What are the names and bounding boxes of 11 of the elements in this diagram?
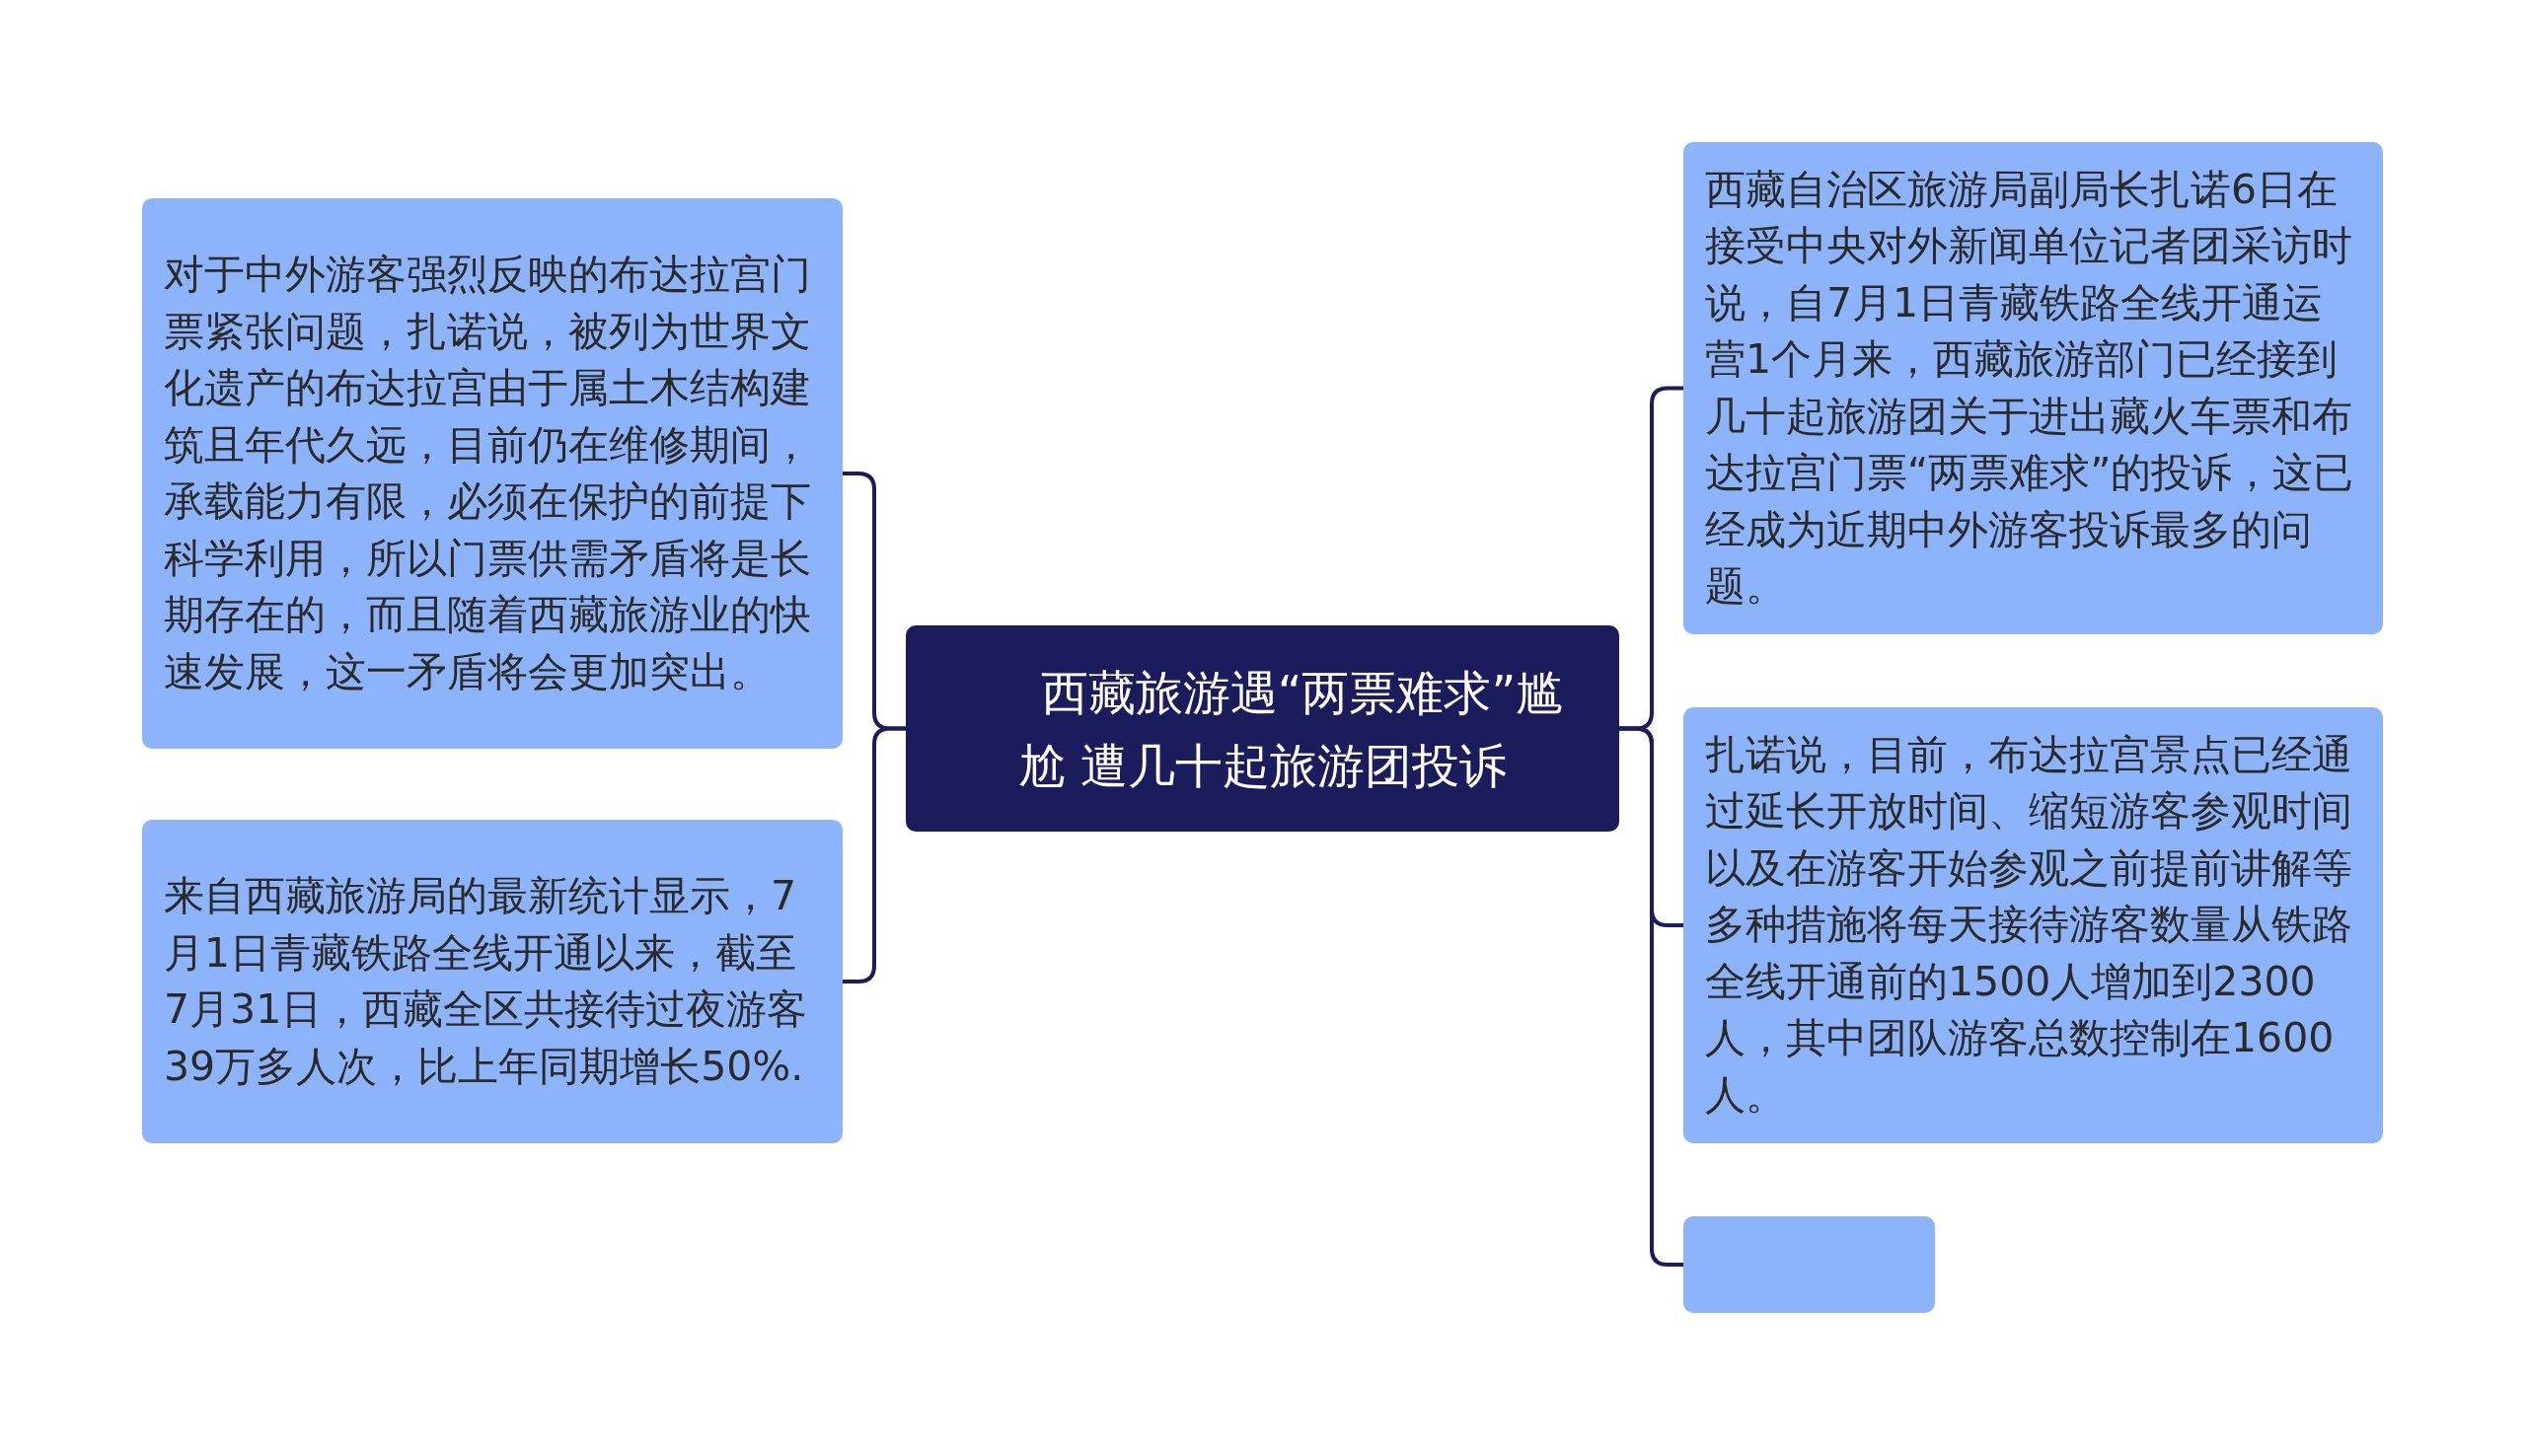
- topic-box: [142, 198, 843, 749]
- topic-text: 对于中外游客强烈反映的布达拉宫门票紧张问题，扎诺说，被列为世界文化遗产的布达拉宫由于属土木结构建筑且年代久远，目前仍在维修期间，承载能力有限，必须在保护的前提下科学利用，所以门票供需矛盾将是长期存在的，而且随着西藏旅游业的快速发展，这一矛盾将会更加突出。: [164, 250, 812, 697]
- central-topic-box: [906, 625, 1619, 832]
- topic-box: [1683, 142, 2383, 634]
- topic-text: 西藏自治区旅游局副局长扎诺6日在接受中央对外新闻单位记者团采访时说，自7月1日青藏铁路全线开通运营1个月来，西藏旅游部门已经接到几十起旅游团关于进出藏火车票和布达拉宫门票“两票难求”的投诉，这已经成为近期中外游客投诉最多的问题。: [1705, 164, 2355, 612]
- topic-box: [142, 820, 843, 1143]
- topic-text: 来自西藏旅游局的最新统计显示，7月1日青藏铁路全线开通以来，截至7月31日，西藏全区共接待过夜游客39万多人次，比上年同期增长50%.: [164, 871, 809, 1092]
- topic-box: [1683, 1216, 1935, 1313]
- topic-text: 扎诺说，目前，布达拉宫景点已经通过延长开放时间、缩短游客参观时间以及在游客开始参观之前提前讲解等多种措施将每天接待游客数量从铁路全线开通前的1500人增加到2300人，其中团队游客总数控制在1600人。: [1705, 729, 2353, 1121]
- topic-text: 西藏旅游遇“两票难求”尴尬 遭几十起旅游团投诉: [1016, 663, 1565, 795]
- topic-box: [1683, 707, 2383, 1143]
